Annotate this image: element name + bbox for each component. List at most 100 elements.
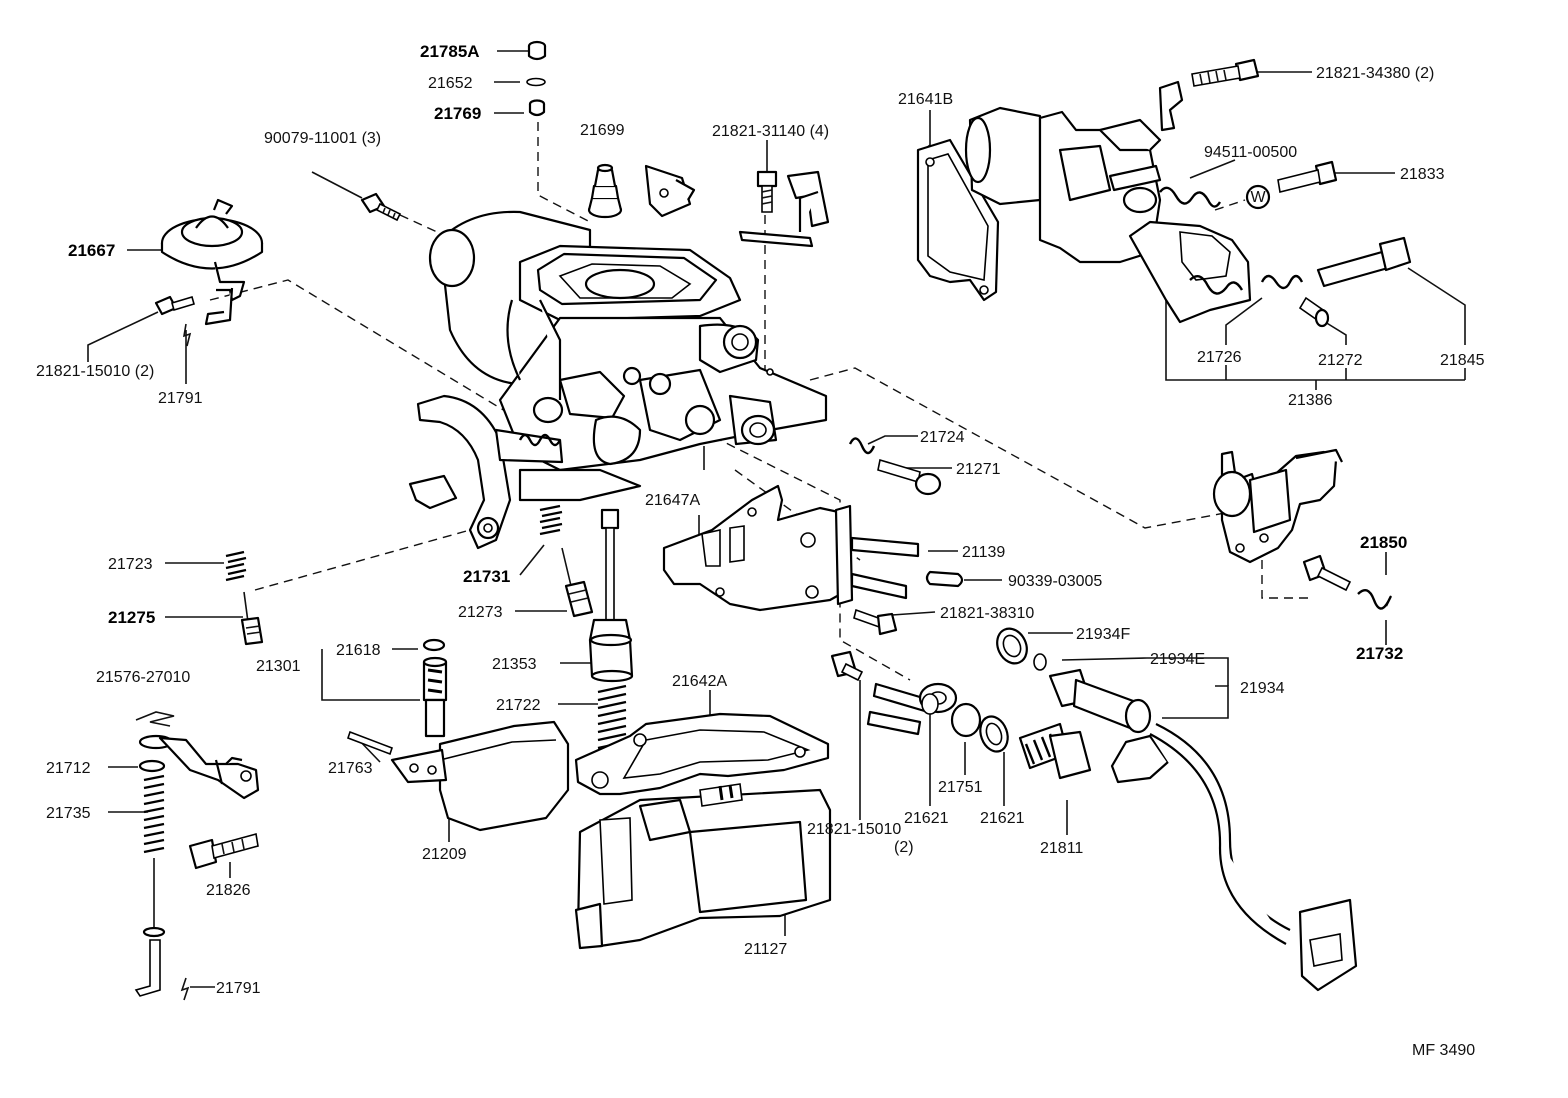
pin-21763-part: [346, 730, 394, 756]
screw-21272-part: [1298, 296, 1330, 328]
label-21934[interactable]: 21934: [1240, 680, 1285, 697]
label-21826[interactable]: 21826: [206, 882, 251, 899]
spring-21732-part: [1357, 588, 1392, 610]
label-94511-00500[interactable]: 94511-00500: [1204, 144, 1297, 161]
plug-90339-part: [925, 570, 964, 588]
label-21699[interactable]: 21699: [580, 122, 625, 139]
clip-21791b-part: [180, 977, 190, 1001]
spring-21726-part: [1260, 274, 1304, 290]
label-21850[interactable]: 21850: [1360, 533, 1407, 552]
label-21821-15010-a[interactable]: 21821-15010 (2): [36, 363, 154, 380]
label-21353[interactable]: 21353: [492, 656, 537, 673]
label-21732[interactable]: 21732: [1356, 644, 1403, 663]
piston-rod-21353-part: [588, 508, 634, 683]
clip-21576-part: [135, 711, 175, 727]
rod-linkage-part: [134, 858, 166, 997]
label-21845[interactable]: 21845: [1440, 352, 1485, 369]
carburetor-body-part: [428, 210, 828, 502]
washer-94511-part: W: [1245, 184, 1271, 210]
label-21791-a[interactable]: 21791: [158, 390, 203, 407]
oring-21618-part: [422, 638, 446, 652]
bolt-21811-part: [1018, 722, 1092, 780]
label-21621-b[interactable]: 21621: [980, 810, 1025, 827]
label-21821-34380[interactable]: 21821-34380 (2): [1316, 65, 1434, 82]
label-21712[interactable]: 21712: [46, 760, 91, 777]
screw-21273-part: [561, 547, 594, 618]
screw-21833-part: [1277, 160, 1338, 193]
label-21934F[interactable]: 21934F: [1076, 626, 1130, 643]
label-21271[interactable]: 21271: [956, 461, 1001, 478]
screw-21821-38310-part: [853, 608, 898, 636]
label-21652[interactable]: 21652: [428, 75, 473, 92]
label-21934E[interactable]: 21934E: [1150, 651, 1205, 668]
choke-lever-bracket-part: [1212, 448, 1343, 564]
gasket-21642A-part: [574, 712, 830, 796]
solenoid-21934-part: [1048, 668, 1358, 992]
label-21273[interactable]: 21273: [458, 604, 503, 621]
label-21769[interactable]: 21769: [434, 104, 481, 123]
ring-21934E-part: [1033, 653, 1047, 671]
label-21127[interactable]: 21127: [744, 941, 787, 958]
bolt-21826-part: [188, 832, 259, 870]
label-21301[interactable]: 21301: [256, 658, 301, 675]
choke-housing-21386-part: [964, 80, 1252, 324]
label-21618[interactable]: 21618: [336, 642, 381, 659]
cover-21209-part: [390, 720, 570, 832]
spring-21723-part: [225, 550, 247, 582]
label-21833[interactable]: 21833: [1400, 166, 1445, 183]
spring-21724-part: [848, 437, 876, 455]
bracket-21821-part: [738, 170, 830, 248]
figure-code: MF 3490: [1412, 1042, 1475, 1059]
screw-90079-part: [360, 192, 402, 222]
label-21667[interactable]: 21667: [68, 241, 115, 260]
float-bowl-21127-part: [574, 783, 832, 950]
label-21722[interactable]: 21722: [496, 697, 541, 714]
oring-21652-part: [526, 77, 546, 87]
label-21576-27010[interactable]: 21576-27010: [96, 669, 190, 686]
label-21735[interactable]: 21735: [46, 805, 91, 822]
screw-21821-34380-part: [1191, 58, 1260, 87]
throttle-lever-part: [408, 394, 564, 550]
label-21726[interactable]: 21726: [1197, 349, 1242, 366]
gasket-21621a-part: [921, 693, 939, 715]
label-21275[interactable]: 21275: [108, 608, 155, 627]
label-21209[interactable]: 21209: [422, 846, 467, 863]
label-21647A[interactable]: 21647A: [645, 492, 700, 509]
label-21811[interactable]: 21811: [1040, 840, 1083, 857]
label-21731[interactable]: 21731: [463, 567, 510, 586]
plug-21769-part: [528, 99, 546, 117]
label-21272[interactable]: 21272: [1318, 352, 1363, 369]
label-21785A[interactable]: 21785A: [420, 42, 480, 61]
plate-21647A-part: [662, 484, 854, 612]
label-21139[interactable]: 21139: [962, 544, 1005, 561]
label-21821-15010-b-qty: (2): [894, 839, 914, 856]
label-21821-31140[interactable]: 21821-31140 (4): [712, 123, 829, 140]
label-90339-03005[interactable]: 90339-03005: [1008, 573, 1102, 590]
valve-21301-part: [422, 656, 448, 738]
clip-21791-part: [182, 323, 192, 347]
label-21821-38310[interactable]: 21821-38310: [940, 605, 1034, 622]
label-21763[interactable]: 21763: [328, 760, 373, 777]
cap-21785A-part: [527, 40, 547, 61]
screw-21275-part: [240, 591, 264, 646]
label-21723[interactable]: 21723: [108, 556, 153, 573]
label-90079-11001[interactable]: 90079-11001 (3): [264, 130, 381, 147]
label-21642A[interactable]: 21642A: [672, 673, 727, 690]
label-21621-a[interactable]: 21621: [904, 810, 949, 827]
spring-21731-part: [539, 504, 563, 536]
bolt-21845-part: [1316, 236, 1412, 288]
bracket-small-part: [644, 164, 696, 218]
bolt-21821-31140-part: [756, 170, 778, 213]
label-21386[interactable]: 21386: [1288, 392, 1333, 409]
screw-21271-part: [877, 458, 942, 496]
label-21821-15010-b[interactable]: 21821-15010: [807, 821, 901, 838]
leader-lines: [87, 50, 1466, 988]
label-21641B[interactable]: 21641B: [898, 91, 953, 108]
label-21751[interactable]: 21751: [938, 779, 983, 796]
diaphragm-21667-part: [160, 198, 264, 326]
gasket-21621b-part: [979, 715, 1009, 753]
label-21724[interactable]: 21724: [920, 429, 965, 446]
label-21791-b[interactable]: 21791: [216, 980, 261, 997]
